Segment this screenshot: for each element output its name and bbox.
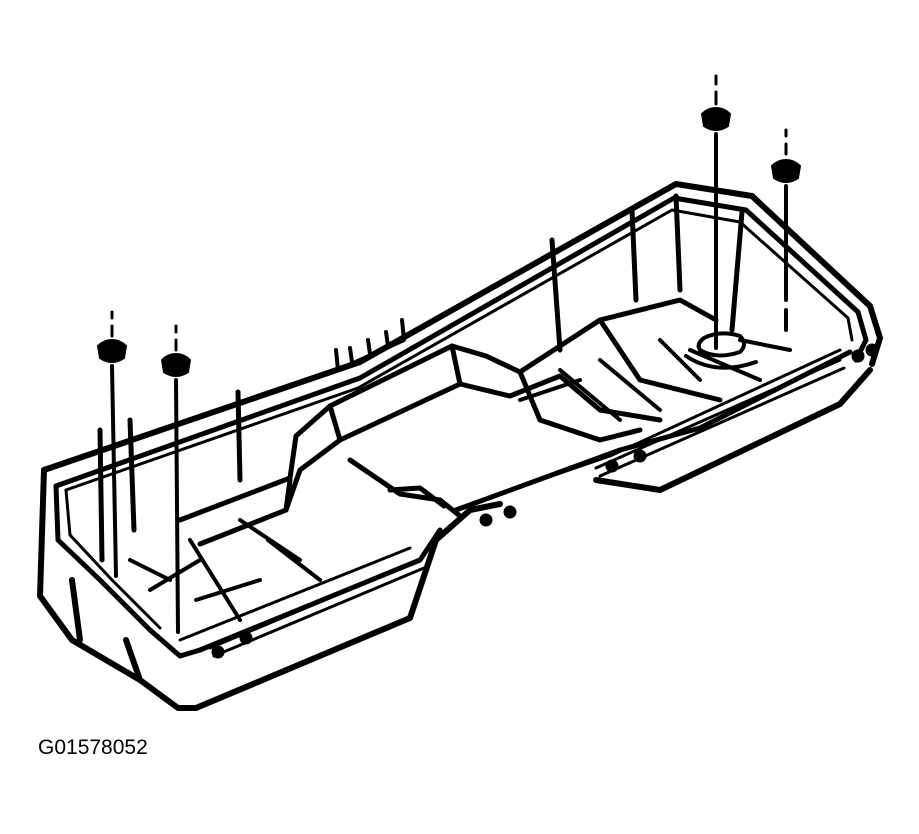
pan-inner-lip xyxy=(64,208,854,642)
drain-boss xyxy=(684,331,758,370)
fastener-4 xyxy=(771,128,801,332)
pan-wall-ribs xyxy=(97,193,745,563)
pan-baffle xyxy=(177,297,723,547)
pan-floor-details xyxy=(128,338,792,622)
back-wall-tab xyxy=(334,318,406,372)
figure-code: G01578052 xyxy=(38,736,148,759)
fastener-2 xyxy=(161,324,191,634)
fastener-1 xyxy=(97,310,127,578)
fastener-3 xyxy=(701,74,731,350)
rim-bolts xyxy=(211,343,879,659)
